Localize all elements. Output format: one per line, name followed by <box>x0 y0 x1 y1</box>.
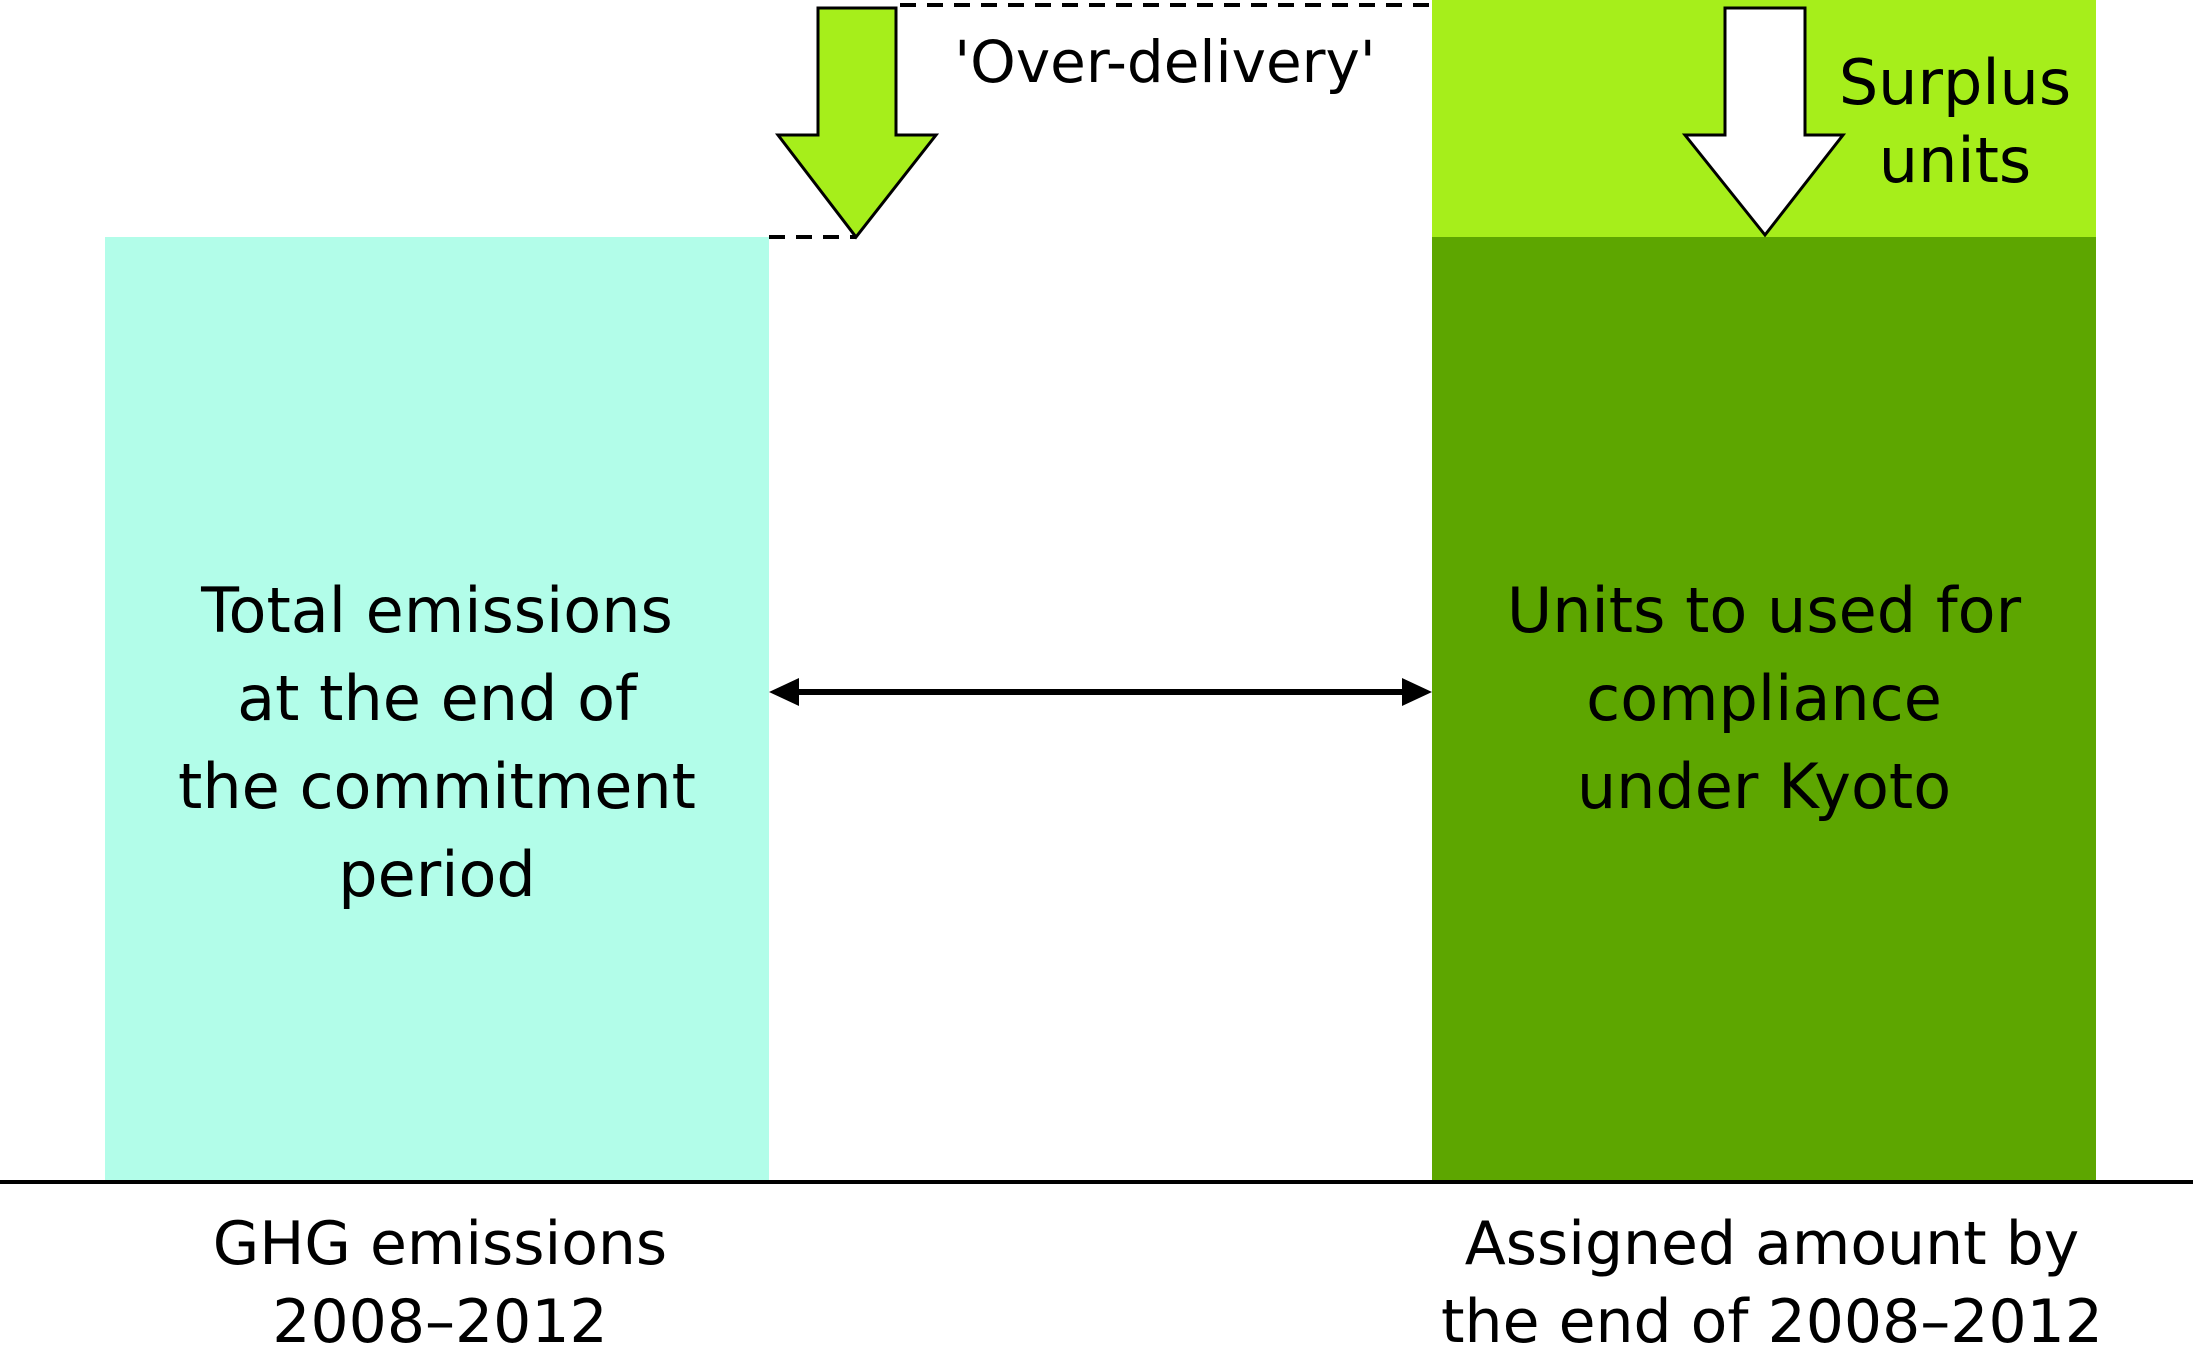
left-axis-label: GHG emissions 2008–2012 <box>212 1209 668 1357</box>
green-down-arrow-icon <box>774 6 940 240</box>
compliance-units-box <box>1432 237 2096 1182</box>
surplus-units-label: Surplus units <box>1838 46 2072 197</box>
emissions-box <box>105 237 769 1182</box>
white-down-arrow-icon <box>1681 6 1847 238</box>
compliance-box-label: Units to used for compliance under Kyoto <box>1506 574 2022 824</box>
double-headed-arrow-icon <box>769 678 1432 706</box>
emissions-box-label: Total emissions at the end of the commit… <box>178 574 696 912</box>
over-delivery-label: 'Over-delivery' <box>954 28 1376 96</box>
right-axis-label: Assigned amount by the end of 2008–2012 <box>1441 1209 2103 1357</box>
